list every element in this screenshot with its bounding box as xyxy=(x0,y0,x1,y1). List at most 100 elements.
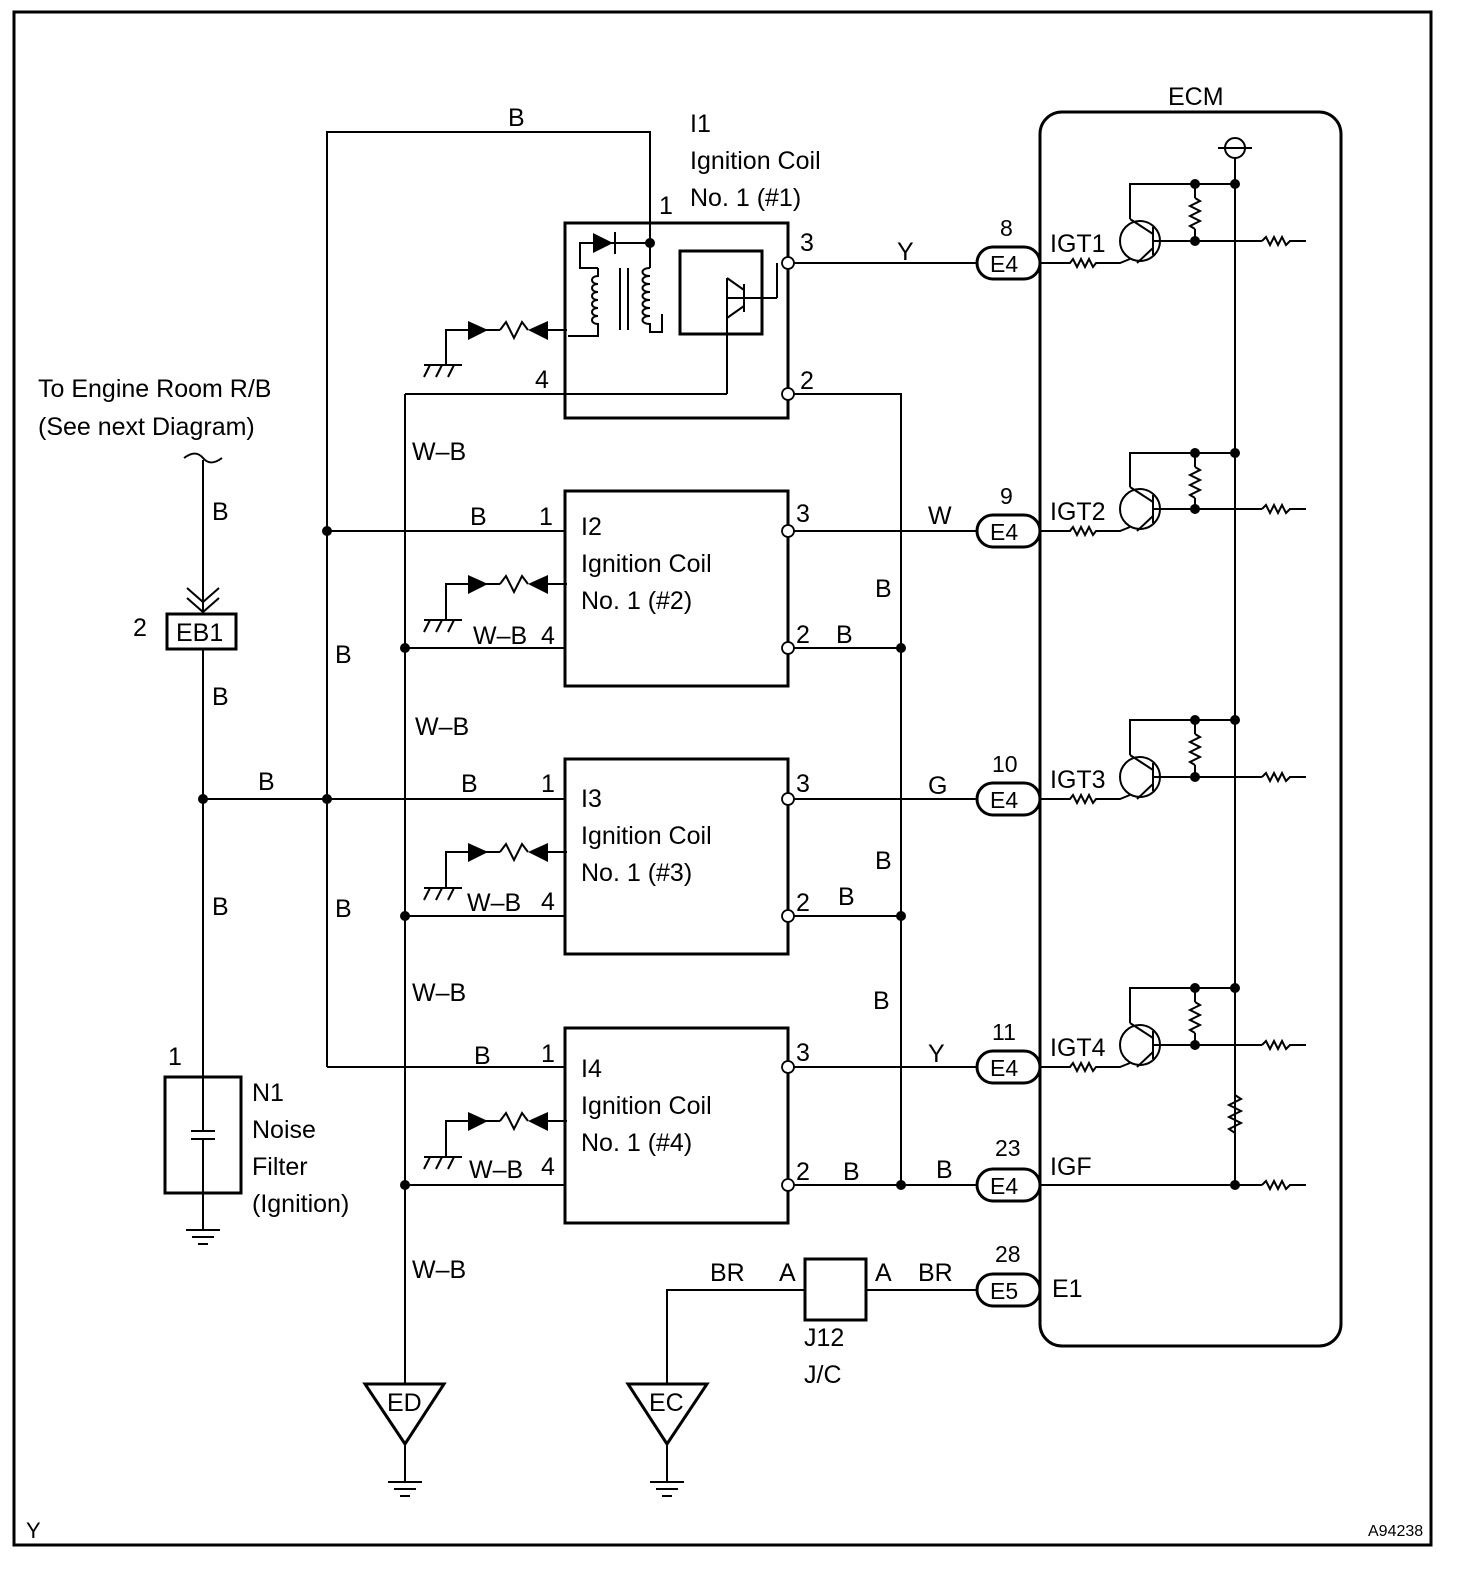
coil-i4-box xyxy=(563,1026,790,1225)
coil-i4-wb-label: W–B xyxy=(469,1156,523,1184)
coil-i4-pin3: 3 xyxy=(796,1039,810,1067)
noise-filter-id: N1 xyxy=(252,1079,284,1107)
coil-i3-id: I3 xyxy=(581,785,602,813)
coil-i4-pin2-wire: B xyxy=(843,1158,860,1186)
e1-signal-label: E1 xyxy=(1052,1275,1083,1303)
ground-ed-icon xyxy=(362,1382,447,1497)
noise-filter-pin: 1 xyxy=(168,1043,182,1071)
diagram-id: A94238 xyxy=(1368,1523,1423,1540)
jc-wire-left-label: BR xyxy=(710,1259,745,1287)
ecm-power-symbol xyxy=(1218,137,1252,1190)
coil-i3-pin1: 1 xyxy=(541,770,555,798)
coil-i1-pin1: 1 xyxy=(659,192,673,220)
coil-i4-pin2: 2 xyxy=(796,1158,810,1186)
coil-i1-pin3: 3 xyxy=(800,229,814,257)
coil-i2-id: I2 xyxy=(581,513,602,541)
igt1-signal-label: IGT1 xyxy=(1050,230,1106,258)
igf-pullup-resistor xyxy=(1226,1094,1244,1134)
igt4-connector-label: E4 xyxy=(990,1055,1018,1081)
engine-room-wire-break xyxy=(183,452,223,464)
igt3-connector-label: E4 xyxy=(990,787,1018,813)
i1-b-wire-label: B xyxy=(508,104,525,132)
igt3-pin: 10 xyxy=(992,751,1018,777)
noise-filter-line2: Filter xyxy=(252,1153,308,1181)
jc-pin-left: A xyxy=(779,1259,796,1287)
coil-i2-pin1: 1 xyxy=(539,503,553,531)
coil-i3-spark-plug-icon xyxy=(423,842,567,901)
coil-i1-id: I1 xyxy=(690,110,711,138)
noise-filter-line3: (Ignition) xyxy=(252,1190,349,1218)
igt1-pin: 8 xyxy=(1000,215,1013,241)
coil-i3-pin2: 2 xyxy=(796,889,810,917)
coil-i2-b-wire-label: B xyxy=(470,503,487,531)
diagram-frame xyxy=(12,10,1433,1547)
ground-ec-icon xyxy=(625,1382,710,1497)
coil-i3-pin3: 3 xyxy=(796,770,810,798)
coil-i3-name: Ignition Coil xyxy=(581,822,712,850)
b-bus-label-lower: B xyxy=(335,895,352,923)
ground-ed-label: ED xyxy=(387,1389,422,1417)
coil-i3-pin4: 4 xyxy=(541,888,555,916)
coil-i2-wb-label: W–B xyxy=(473,622,527,650)
coil-i3-wb-label: W–B xyxy=(467,889,521,917)
coil-i2-spark-plug-icon xyxy=(423,574,567,633)
main-feed-bus-label: B xyxy=(258,768,275,796)
wb-bus-label-1: W–B xyxy=(412,438,466,466)
ecm-title: ECM xyxy=(1168,83,1224,111)
igt4-pin: 11 xyxy=(992,1019,1016,1045)
coil-i2-signal-wire-label: W xyxy=(928,502,952,530)
coil-i3-b-wire-label: B xyxy=(461,770,478,798)
wb-bus-label-4: W–B xyxy=(412,1256,466,1284)
jc-id: J12 xyxy=(804,1324,844,1352)
igt2-connector-label: E4 xyxy=(990,519,1018,545)
coil-i4-b-wire-label: B xyxy=(474,1042,491,1070)
coil-i1-box xyxy=(563,221,790,420)
igt4-transistor-icon xyxy=(1119,1022,1195,1068)
main-feed-down-label: B xyxy=(212,893,229,921)
coil-i2-pin4: 4 xyxy=(541,622,555,650)
eb1-wire-below-label: B xyxy=(212,683,229,711)
igt2-signal-label: IGT2 xyxy=(1050,498,1106,526)
coil-i3-sub: No. 1 (#3) xyxy=(581,859,692,887)
eb1-pin: 2 xyxy=(133,614,147,642)
coil-i4-pin1: 1 xyxy=(541,1040,555,1068)
noise-filter-line1: Noise xyxy=(252,1116,316,1144)
coil-i4-sub: No. 1 (#4) xyxy=(581,1129,692,1157)
coil-i2-sub: No. 1 (#2) xyxy=(581,587,692,615)
noise-filter-ground-icon xyxy=(186,1193,220,1245)
wb-bus-label-3: W–B xyxy=(412,979,466,1007)
coil-i1-signal-wire-label: Y xyxy=(897,238,914,266)
igf-pin: 23 xyxy=(995,1135,1021,1161)
coil-i1-spark-plug-icon xyxy=(423,320,567,378)
coil-i2-pin2-wire: B xyxy=(836,621,853,649)
jc-wire-right-label: BR xyxy=(918,1259,953,1287)
coil-i1-diode-icon xyxy=(579,232,650,269)
igt1-transistor-icon xyxy=(1119,218,1195,264)
eb1-connector-label: EB1 xyxy=(176,619,223,647)
coil-i1-pin2: 2 xyxy=(800,367,814,395)
coil-i4-name: Ignition Coil xyxy=(581,1092,712,1120)
jc-pin-right: A xyxy=(875,1259,892,1287)
coil-i2-box xyxy=(563,489,790,688)
junction-connector-box xyxy=(803,1257,868,1322)
coil-i1-sub: No. 1 (#1) xyxy=(690,184,801,212)
e1-pin: 28 xyxy=(995,1241,1021,1267)
eb1-connector xyxy=(165,587,238,651)
igf-bus-label-3: B xyxy=(873,987,890,1015)
coil-i1-name: Ignition Coil xyxy=(690,147,821,175)
igf-bus-label-2: B xyxy=(875,847,892,875)
igf-wire-label: B xyxy=(936,1156,953,1184)
jc-name: J/C xyxy=(804,1361,842,1389)
coil-i3-box xyxy=(563,757,790,956)
igf-connector xyxy=(975,1167,1042,1203)
engine-room-line1: To Engine Room R/B xyxy=(38,375,271,403)
coil-i3-signal-wire-label: G xyxy=(928,772,947,800)
coil-i2-pin2: 2 xyxy=(796,621,810,649)
wb-bus-label-2: W–B xyxy=(415,713,469,741)
coil-i1-transformer-icon xyxy=(568,243,663,337)
capacitor-icon xyxy=(191,1077,215,1193)
